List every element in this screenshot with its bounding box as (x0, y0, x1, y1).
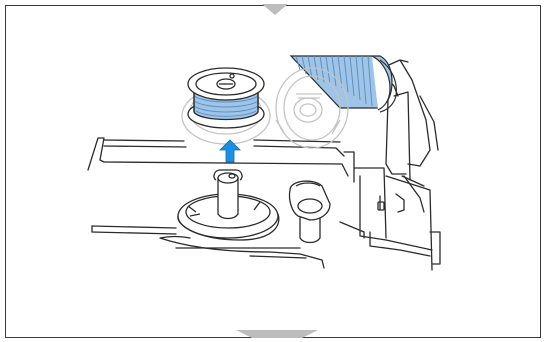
top-step-arrow-icon (262, 4, 288, 15)
figure-frame (5, 5, 541, 338)
bobbin-winder-shaft (177, 169, 280, 241)
machine-top-plate (87, 137, 365, 249)
thread-spool (289, 55, 397, 113)
machine-right-housing (343, 91, 441, 271)
bobbin (187, 67, 265, 129)
bobbin-winder-stopper (288, 180, 331, 244)
spool-pin-ghost (275, 67, 349, 149)
bottom-step-arrow-icon (236, 330, 318, 338)
machine-front-edge (159, 235, 325, 269)
up-arrow-icon (219, 139, 241, 163)
